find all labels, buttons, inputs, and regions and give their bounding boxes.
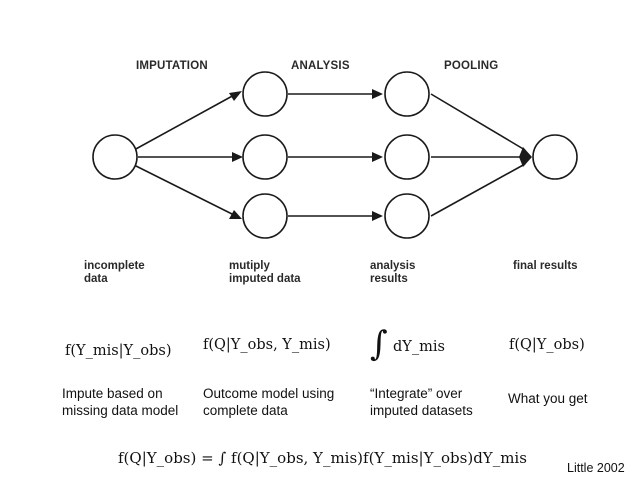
phase-imputation: IMPUTATION xyxy=(136,60,208,72)
desc-integrate: “Integrate” over imputed datasets xyxy=(370,385,473,419)
stage-imputed-data: mutiply imputed data xyxy=(229,260,301,286)
phase-analysis: ANALYSIS xyxy=(291,60,350,72)
desc-impute-line1: Impute based on xyxy=(62,386,163,401)
stage-imputed-line2: imputed data xyxy=(229,273,301,285)
desc-impute-line2: missing data model xyxy=(62,403,179,418)
arrow-pool-bottom xyxy=(430,163,526,217)
stage-incomplete-line2: data xyxy=(84,273,108,285)
node-result-3 xyxy=(384,193,430,239)
main-equation: f(Q|Y_obs) = ∫ f(Q|Y_obs, Y_mis)f(Y_mis|… xyxy=(118,449,527,467)
stage-analysis-results: analysis results xyxy=(370,260,415,286)
node-final-results xyxy=(532,134,578,180)
stage-incomplete-data: incomplete data xyxy=(84,260,145,286)
node-incomplete-data xyxy=(92,134,138,180)
desc-integrate-line1: “Integrate” over xyxy=(370,386,463,401)
desc-outcome-line2: complete data xyxy=(203,403,288,418)
arrow-pool-top xyxy=(430,93,526,151)
desc-impute: Impute based on missing data model xyxy=(62,385,178,419)
desc-integrate-line2: imputed datasets xyxy=(370,403,473,418)
integral-sign: ∫ xyxy=(370,324,388,364)
formula-imputation-model: f(Y_mis|Y_obs) xyxy=(65,343,172,359)
stage-final-results: final results xyxy=(513,260,578,272)
stage-imputed-line1: mutiply xyxy=(229,260,270,272)
arrow-impute-top xyxy=(133,93,237,151)
node-imputed-3 xyxy=(242,193,288,239)
formula-integrate: dY_mis xyxy=(393,339,445,355)
citation: Little 2002 xyxy=(567,461,625,475)
desc-outcome: Outcome model using complete data xyxy=(203,385,334,419)
node-result-1 xyxy=(384,71,430,117)
node-imputed-2 xyxy=(242,134,288,180)
stage-analysis-line1: analysis xyxy=(370,260,416,272)
desc-what-you-get: What you get xyxy=(508,391,588,406)
node-result-2 xyxy=(384,134,430,180)
phase-pooling: POOLING xyxy=(444,60,499,72)
stage-incomplete-line1: incomplete xyxy=(84,260,145,272)
formula-outcome-model: f(Q|Y_obs, Y_mis) xyxy=(203,337,331,353)
multiple-imputation-diagram xyxy=(92,71,578,239)
node-imputed-1 xyxy=(242,71,288,117)
arrow-impute-bottom xyxy=(133,164,237,217)
stage-analysis-line2: results xyxy=(370,273,408,285)
desc-outcome-line1: Outcome model using xyxy=(203,386,335,401)
formula-posterior: f(Q|Y_obs) xyxy=(509,337,585,353)
